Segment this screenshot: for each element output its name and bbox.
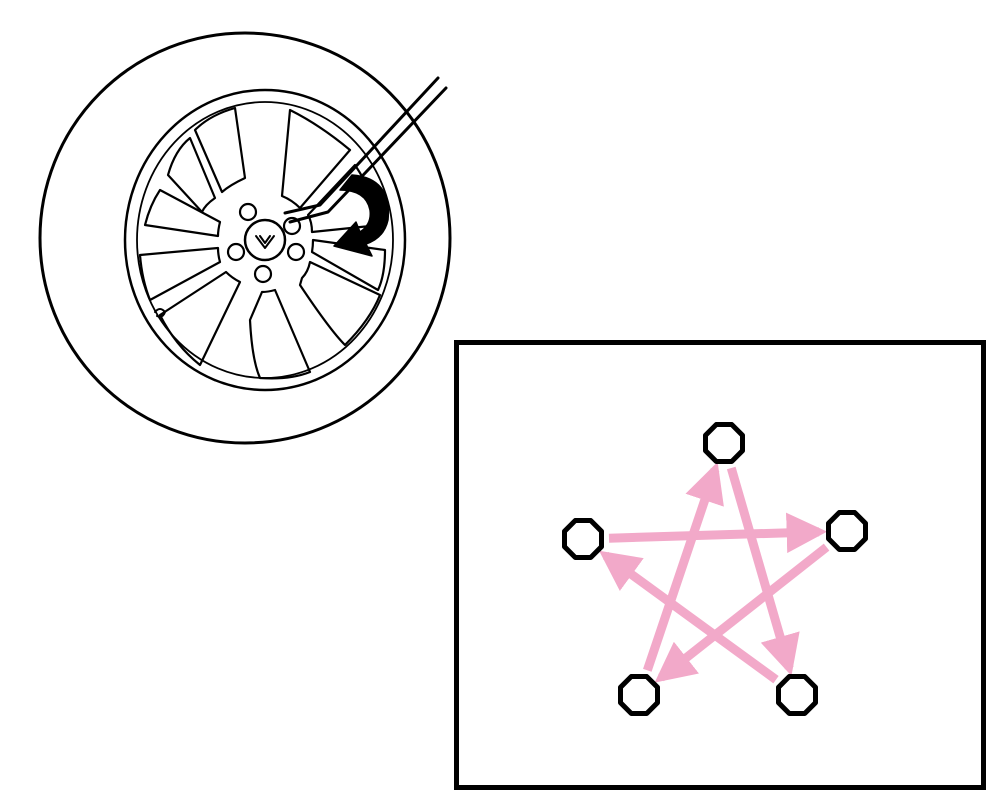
wheel-lug-nut bbox=[282, 216, 302, 236]
wheel-lug-nuts bbox=[226, 202, 306, 284]
lug-nut-top bbox=[703, 422, 745, 464]
lug-wrench-icon bbox=[283, 76, 448, 224]
sequence-arrows bbox=[599, 461, 830, 684]
lug-nut-right bbox=[826, 510, 868, 552]
sequence-arrow-1 bbox=[726, 466, 800, 676]
tightening-pattern-panel bbox=[454, 340, 986, 790]
sequence-arrow-5 bbox=[643, 461, 724, 672]
valve-stem bbox=[154, 308, 166, 318]
wheel-illustration bbox=[38, 31, 452, 445]
rim-outer bbox=[123, 88, 407, 392]
sequence-arrow-3 bbox=[608, 512, 828, 554]
curved-arrow-clockwise-icon bbox=[333, 174, 390, 257]
wheel-lug-nut bbox=[238, 202, 258, 222]
sequence-arrow-4 bbox=[654, 543, 830, 683]
tire-outer bbox=[38, 31, 452, 445]
v-logo-icon bbox=[255, 235, 275, 249]
lug-nut-bottom-left bbox=[618, 674, 660, 716]
sequence-arrow-2 bbox=[599, 550, 779, 684]
spoke-windows bbox=[138, 106, 387, 380]
lug-nut-left bbox=[562, 518, 604, 560]
wheel-lug-nut bbox=[226, 242, 246, 262]
pattern-lug-nuts bbox=[562, 422, 868, 716]
hub-cap bbox=[243, 218, 287, 262]
star-tightening-sequence-icon bbox=[562, 422, 868, 716]
lug-nut-bottom-right bbox=[776, 674, 818, 716]
wheel-lug-nut bbox=[286, 242, 306, 262]
wheel-lug-nut bbox=[253, 264, 273, 284]
